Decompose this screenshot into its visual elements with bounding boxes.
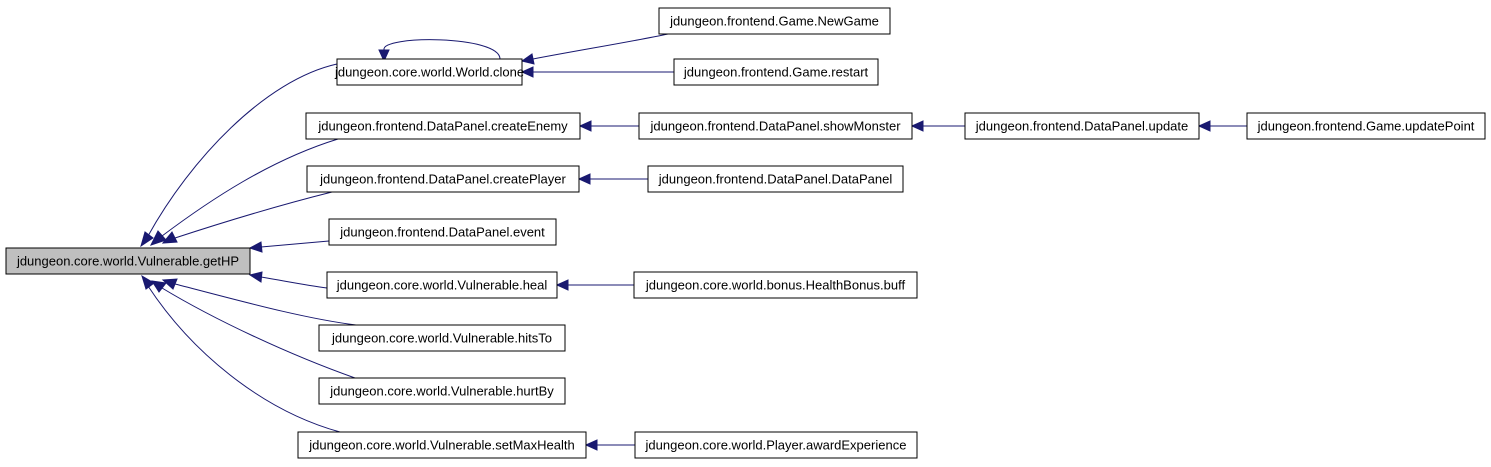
node-box <box>328 218 557 246</box>
node-setMaxHealth[interactable]: jdungeon.core.world.Vulnerable.setMaxHea… <box>297 431 587 459</box>
arrowhead <box>520 53 535 65</box>
edge-line <box>147 285 341 433</box>
edge-line <box>174 283 357 326</box>
node-box <box>306 165 580 193</box>
arrowhead <box>150 230 167 246</box>
node-label: jdungeon.frontend.Game.NewGame <box>669 14 879 29</box>
arrowhead <box>141 274 155 290</box>
node-box <box>633 271 918 299</box>
edge-dataPanel-to-createPlayer <box>577 173 648 185</box>
node-box <box>634 431 918 459</box>
node-box <box>673 58 879 86</box>
edge-line <box>532 33 669 60</box>
node-label: jdungeon.core.world.Vulnerable.hitsTo <box>331 331 552 346</box>
node-hurtBy[interactable]: jdungeon.core.world.Vulnerable.hurtBy <box>318 377 566 405</box>
node-restart[interactable]: jdungeon.frontend.Game.restart <box>673 58 879 86</box>
arrowhead <box>378 49 390 63</box>
arrowhead <box>161 278 178 290</box>
node-awardExperience[interactable]: jdungeon.core.world.Player.awardExperien… <box>634 431 918 459</box>
node-label: jdungeon.core.world.World.clone <box>334 65 524 80</box>
arrowhead <box>140 231 154 248</box>
edge-createEnemy-to-getHP <box>150 138 339 246</box>
arrowhead <box>555 279 569 291</box>
node-label: jdungeon.core.world.Vulnerable.heal <box>336 278 548 293</box>
edge-newGame-to-clone <box>520 33 669 65</box>
edge-setMaxHealth-to-getHP <box>141 274 341 433</box>
edge-line <box>260 240 330 248</box>
node-label: jdungeon.frontend.DataPanel.createPlayer <box>319 172 566 187</box>
node-box <box>5 247 251 275</box>
node-event[interactable]: jdungeon.frontend.DataPanel.event <box>328 218 557 246</box>
edge-restart-to-clone <box>520 66 674 78</box>
node-label: jdungeon.frontend.DataPanel.update <box>975 119 1189 134</box>
edge-hitsTo-to-getHP <box>161 278 357 326</box>
node-healthBuff[interactable]: jdungeon.core.world.bonus.HealthBonus.bu… <box>633 271 918 299</box>
node-label: jdungeon.frontend.DataPanel.event <box>339 225 545 240</box>
node-box <box>318 324 566 352</box>
node-heal[interactable]: jdungeon.core.world.Vulnerable.heal <box>326 271 558 299</box>
edge-heal-to-getHP <box>248 271 328 289</box>
edge-line <box>161 138 339 237</box>
node-box <box>647 165 904 193</box>
node-label: jdungeon.frontend.DataPanel.createEnemy <box>317 119 568 134</box>
node-updatePoint[interactable]: jdungeon.frontend.Game.updatePoint <box>1246 112 1486 140</box>
node-hitsTo[interactable]: jdungeon.core.world.Vulnerable.hitsTo <box>318 324 566 352</box>
arrowhead <box>910 120 924 132</box>
node-box <box>297 431 587 459</box>
node-update[interactable]: jdungeon.frontend.DataPanel.update <box>964 112 1200 140</box>
node-createPlayer[interactable]: jdungeon.frontend.DataPanel.createPlayer <box>306 165 580 193</box>
node-label: jdungeon.core.world.Player.awardExperien… <box>645 438 907 453</box>
node-label: jdungeon.core.world.Vulnerable.setMaxHea… <box>308 438 574 453</box>
arrowhead <box>248 241 263 253</box>
node-box <box>336 58 523 86</box>
edge-line <box>174 191 333 239</box>
edge-line <box>383 39 501 60</box>
arrowhead <box>1197 120 1211 132</box>
edge-line <box>260 276 328 289</box>
edge-clone-to-clone <box>378 39 501 63</box>
arrowhead <box>150 280 167 293</box>
node-label: jdungeon.core.world.Vulnerable.hurtBy <box>329 384 554 399</box>
node-label: jdungeon.frontend.DataPanel.showMonster <box>649 119 901 134</box>
node-label: jdungeon.core.world.bonus.HealthBonus.bu… <box>645 278 906 293</box>
edge-clone-to-getHP <box>140 63 338 248</box>
edge-event-to-getHP <box>248 240 330 253</box>
node-box <box>318 377 566 405</box>
node-label: jdungeon.frontend.Game.restart <box>683 65 869 80</box>
node-layer: jdungeon.core.world.Vulnerable.getHP jdun… <box>5 7 1486 459</box>
arrowhead <box>578 120 592 132</box>
node-box <box>964 112 1200 140</box>
node-clone[interactable]: jdungeon.core.world.World.clone <box>334 58 524 86</box>
node-box <box>326 271 558 299</box>
edge-line <box>147 63 338 237</box>
node-showMonster[interactable]: jdungeon.frontend.DataPanel.showMonster <box>638 112 913 140</box>
node-box <box>658 7 891 35</box>
edge-healthBuff-to-heal <box>555 279 634 291</box>
node-box <box>305 112 581 140</box>
edge-updatePoint-to-update <box>1197 120 1247 132</box>
edge-hurtBy-to-getHP <box>150 280 356 379</box>
edge-layer <box>140 33 1247 451</box>
arrowhead <box>577 173 591 185</box>
node-label: jdungeon.frontend.DataPanel.DataPanel <box>658 172 893 187</box>
edge-update-to-showMonster <box>910 120 965 132</box>
edge-createPlayer-to-getHP <box>161 191 333 244</box>
root-node: jdungeon.core.world.Vulnerable.getHP <box>5 247 251 275</box>
arrowhead <box>161 231 178 244</box>
node-label: jdungeon.frontend.Game.updatePoint <box>1257 119 1475 134</box>
node-newGame[interactable]: jdungeon.frontend.Game.NewGame <box>658 7 891 35</box>
edge-line <box>161 287 356 379</box>
node-label: jdungeon.core.world.Vulnerable.getHP <box>16 254 239 269</box>
arrowhead <box>248 271 263 283</box>
edge-awardExperience-to-setMaxHealth <box>584 439 635 451</box>
node-box <box>638 112 913 140</box>
node-dataPanel[interactable]: jdungeon.frontend.DataPanel.DataPanel <box>647 165 904 193</box>
edge-showMonster-to-createEnemy <box>578 120 639 132</box>
arrowhead <box>584 439 598 451</box>
node-box <box>1246 112 1486 140</box>
arrowhead <box>520 66 534 78</box>
node-createEnemy[interactable]: jdungeon.frontend.DataPanel.createEnemy <box>305 112 581 140</box>
